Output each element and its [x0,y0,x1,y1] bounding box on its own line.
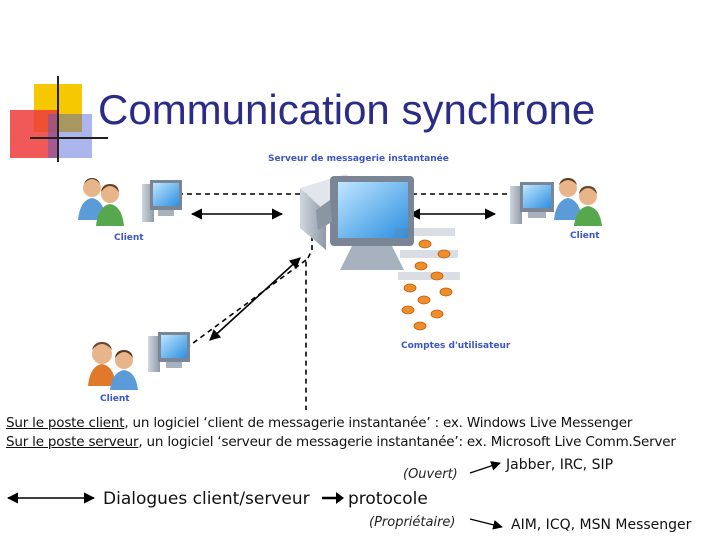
client-bottom-icon [88,332,190,390]
network-diagram [78,174,602,410]
decorative-squares [10,76,108,162]
proprietary-protocols: AIM, ICQ, MSN Messenger [511,517,692,533]
proprietary-protocol-label: (Propriétaire) [369,515,456,530]
server-computer-icon [300,174,414,270]
database-icon [401,239,453,331]
description-client: Sur le poste client, un logiciel ‘client… [6,415,632,431]
accounts-label: Comptes d'utilisateur [401,341,511,351]
description-client-subject: Sur le poste client [6,415,125,431]
description-server-subject: Sur le poste serveur [6,434,139,450]
open-protocol-label: (Ouvert) [403,467,458,482]
client-right-label: Client [570,231,600,241]
dialogues-label: Dialogues client/serveur [103,489,310,509]
server-background-text [395,228,460,280]
protocole-label: protocole [348,489,428,509]
open-protocols: Jabber, IRC, SIP [506,457,614,473]
page-title: Communication synchrone [98,86,596,133]
client-bottom-label: Client [100,394,130,404]
client-left-icon [78,178,182,226]
protocol-arrows [6,461,503,530]
client-right-icon [510,178,602,226]
description-server: Sur le poste serveur, un logiciel ‘serve… [6,434,676,450]
client-left-label: Client [114,233,144,243]
connection-arrows [190,208,497,341]
description-client-text: , un logiciel ‘client de messagerie inst… [124,415,633,431]
server-label: Serveur de messagerie instantanée [268,154,449,164]
description-server-text: , un logiciel ‘serveur de messagerie ins… [138,434,676,450]
